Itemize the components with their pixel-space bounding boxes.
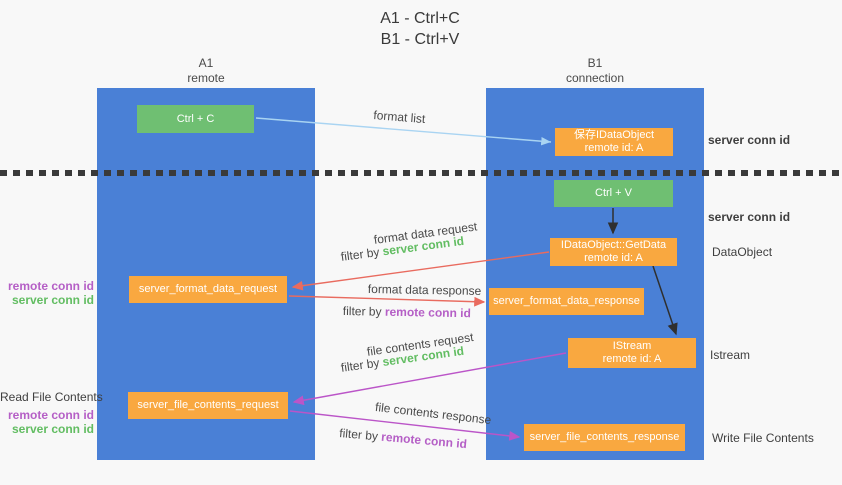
- filter-by-text: filter by: [342, 304, 382, 319]
- node-server-file-contents-response-label: server_file_contents_response: [529, 431, 680, 443]
- label-format-data-response: format data response: [367, 282, 482, 298]
- annotation-server-conn-id-top: server conn id: [708, 133, 791, 147]
- column-a1-title: A1: [198, 56, 214, 70]
- node-server-file-contents-response: server_file_contents_response: [524, 424, 685, 451]
- node-server-file-contents-request: server_file_contents_request: [128, 392, 288, 419]
- node-server-format-data-request: server_format_data_request: [129, 276, 287, 303]
- node-ctrl-c: Ctrl + C: [137, 105, 254, 133]
- node-istream: IStream remote id: A: [568, 338, 696, 368]
- node-ctrl-c-label: Ctrl + C: [176, 112, 215, 125]
- node-idataobject-getdata-line2: remote id: A: [584, 252, 643, 264]
- node-server-format-data-response: server_format_data_response: [489, 288, 644, 315]
- node-save-idataobject: 保存IDataObject remote id: A: [555, 128, 673, 156]
- annotation-server-conn-id-mid: server conn id: [708, 210, 791, 224]
- node-istream-line1: IStream: [612, 340, 652, 352]
- title-line-1: A1 - Ctrl+C: [380, 10, 460, 27]
- annotation-server-conn-id-2: server conn id: [11, 422, 94, 436]
- node-idataobject-getdata-line1: IDataObject::GetData: [560, 239, 667, 251]
- node-istream-line2: remote id: A: [602, 353, 662, 365]
- node-server-file-contents-request-label: server_file_contents_request: [137, 399, 279, 411]
- annotation-remote-conn-id-1: remote conn id: [7, 279, 94, 293]
- label-filter-by-remote-conn-id-1: filter by remote conn id: [343, 304, 471, 320]
- annotation-server-conn-id-1: server conn id: [11, 293, 94, 307]
- node-idataobject-getdata: IDataObject::GetData remote id: A: [550, 238, 677, 266]
- annotation-read-file-contents-block: Read File Contents remote conn id server…: [0, 390, 103, 436]
- title-line-2: B1 - Ctrl+V: [380, 31, 460, 48]
- node-ctrl-v: Ctrl + V: [554, 180, 673, 207]
- label-format-list: format list: [372, 108, 426, 127]
- node-server-format-data-request-label: server_format_data_request: [138, 283, 278, 295]
- annotation-remote-conn-id-2: remote conn id: [7, 408, 94, 422]
- node-save-idataobject-line2: remote id: A: [584, 142, 644, 154]
- annotation-write-file-contents: Write File Contents: [712, 431, 814, 445]
- column-a1-subtitle: remote: [187, 71, 225, 85]
- annotation-istream: Istream: [710, 348, 751, 362]
- column-a1-header: A1 remote: [97, 56, 315, 86]
- node-server-format-data-response-label: server_format_data_response: [493, 295, 640, 307]
- filter-by-text: filter by: [340, 244, 381, 264]
- column-b1-title: B1: [587, 56, 603, 70]
- remote-conn-id-text: remote conn id: [380, 429, 468, 452]
- column-b1-subtitle: connection: [565, 71, 625, 85]
- node-save-idataobject-line1: 保存IDataObject: [573, 129, 655, 141]
- label-file-contents-response: file contents response: [374, 400, 492, 428]
- diagram-title: A1 - Ctrl+C B1 - Ctrl+V: [330, 8, 510, 50]
- node-ctrl-v-label: Ctrl + V: [595, 187, 632, 199]
- annotation-left-conn-ids: remote conn id server conn id: [0, 279, 94, 307]
- label-filter-by-remote-conn-id-2: filter by remote conn id: [339, 426, 468, 451]
- remote-conn-id-text: remote conn id: [384, 304, 472, 321]
- column-b1-header: B1 connection: [486, 56, 704, 86]
- filter-by-text: filter by: [340, 355, 381, 375]
- dotted-divider: [0, 170, 842, 176]
- annotation-dataobject: DataObject: [712, 245, 773, 259]
- filter-by-text: filter by: [338, 426, 379, 444]
- annotation-read-file-contents: Read File Contents: [0, 390, 103, 404]
